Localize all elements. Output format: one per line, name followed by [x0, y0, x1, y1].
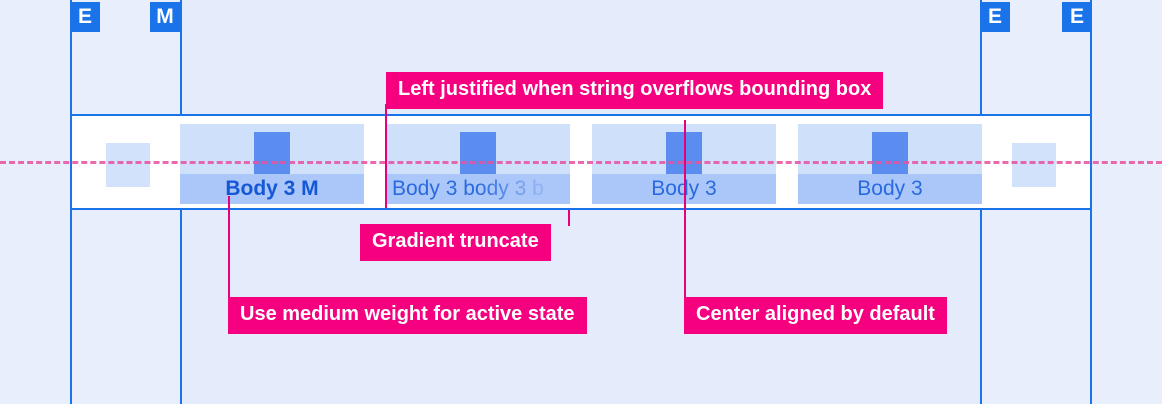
tab-2-overflow[interactable]: Body 3 body 3 b	[386, 124, 570, 204]
marker-badge-e-left-outer: E	[70, 2, 100, 32]
left-edge-chip	[106, 143, 150, 187]
annotation-center-aligned: Center aligned by default	[684, 297, 947, 334]
annotation-left-justified: Left justified when string overflows bou…	[386, 72, 884, 109]
tab-1-label: Body 3 M	[225, 177, 319, 200]
leader-center-aligned	[684, 120, 686, 298]
tab-2-label-band: Body 3 body 3 b	[386, 174, 570, 204]
tab-1-label-band: Body 3 M	[180, 174, 364, 204]
tab-1-icon	[254, 132, 290, 174]
tab-2-label: Body 3 body 3 b	[392, 177, 544, 200]
vertical-center-guideline	[0, 161, 1162, 164]
guide-right-outer	[1090, 0, 1092, 404]
marker-badge-e-right-outer: E	[1062, 2, 1092, 32]
tab-3-label: Body 3	[651, 177, 717, 200]
marker-badge-m-left-inner: M	[150, 2, 180, 32]
leader-gradient-truncate	[568, 210, 570, 226]
marker-badge-e-right-inner: E	[980, 2, 1010, 32]
tab-2-icon	[460, 132, 496, 174]
annotation-gradient-truncate: Gradient truncate	[360, 224, 551, 261]
tab-4-label-band: Body 3	[798, 174, 982, 204]
tab-4-icon	[872, 132, 908, 174]
leader-left-justified	[385, 104, 387, 208]
annotation-medium-weight: Use medium weight for active state	[228, 297, 587, 334]
tab-1-active[interactable]: Body 3 M	[180, 124, 364, 204]
leader-medium-weight	[228, 196, 230, 298]
guide-left-outer	[70, 0, 72, 404]
tab-4-label: Body 3	[857, 177, 923, 200]
right-edge-chip	[1012, 143, 1056, 187]
tab-4[interactable]: Body 3	[798, 124, 982, 204]
